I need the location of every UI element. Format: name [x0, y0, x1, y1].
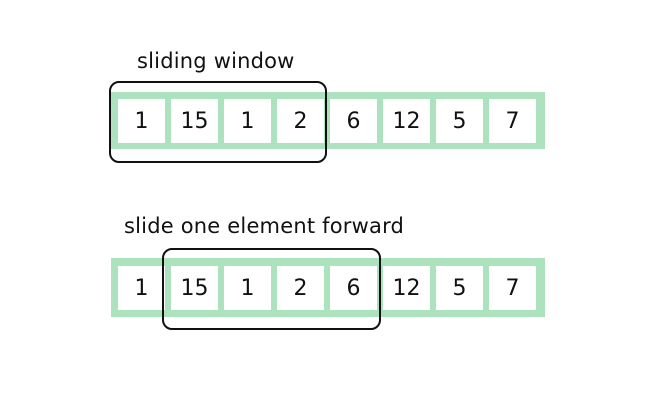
array-cell: 6: [330, 266, 377, 310]
array-strip-2: 1 15 1 2 6 12 5 7: [111, 258, 545, 317]
array-cell: 1: [118, 99, 165, 143]
array-cell: 5: [436, 266, 483, 310]
sliding-window-box-2: [162, 248, 381, 330]
array-cell: 7: [489, 266, 536, 310]
array-cell: 1: [224, 99, 271, 143]
array-cell: 2: [277, 99, 324, 143]
array-cell: 1: [224, 266, 271, 310]
array-cell: 1: [118, 266, 165, 310]
caption-slide-forward: slide one element forward: [124, 214, 405, 238]
caption-sliding-window: sliding window: [137, 49, 295, 73]
array-cell: 12: [383, 99, 430, 143]
array-cell: 7: [489, 99, 536, 143]
array-cell: 15: [171, 99, 218, 143]
array-cell: 15: [171, 266, 218, 310]
array-cell: 12: [383, 266, 430, 310]
array-cell: 6: [330, 99, 377, 143]
array-strip-1: 1 15 1 2 6 12 5 7: [111, 92, 545, 149]
array-cell: 2: [277, 266, 324, 310]
sliding-window-box-1: [109, 81, 327, 163]
array-cell: 5: [436, 99, 483, 143]
